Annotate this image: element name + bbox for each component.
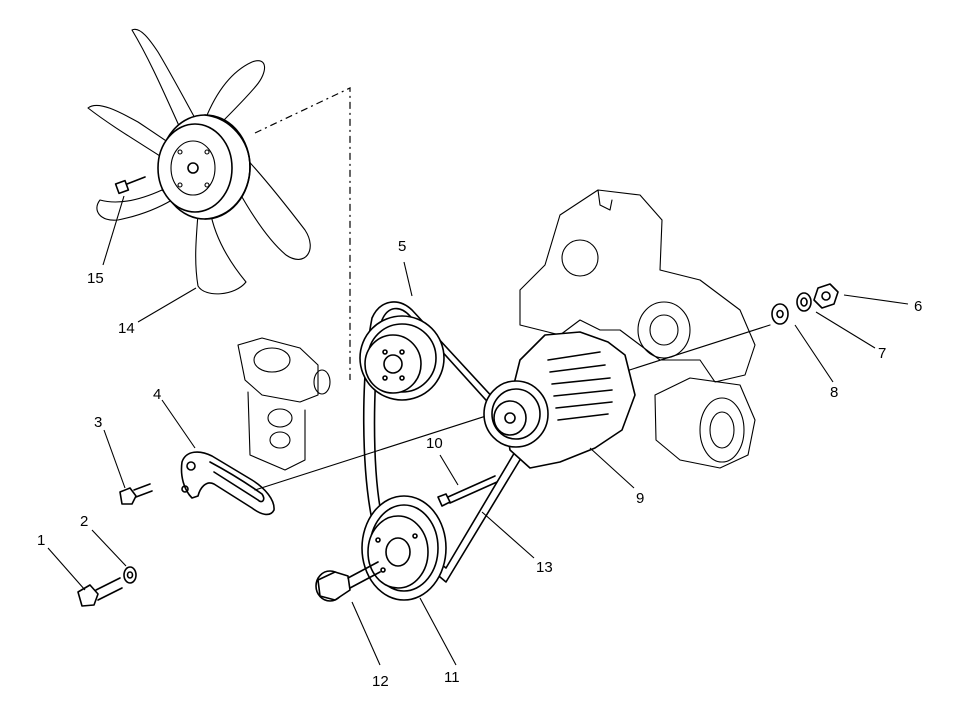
callout-3: 3 (94, 414, 102, 431)
adjusting-bracket (180, 451, 275, 516)
cooling-fan (87, 28, 311, 295)
mounting-washer (123, 566, 137, 584)
water-pump-housing (237, 337, 331, 471)
callout-2: 2 (80, 513, 88, 530)
fan-pulley (359, 315, 445, 401)
alignment-line (254, 87, 351, 380)
callout-1: 1 (37, 532, 45, 549)
callout-15: 15 (87, 270, 104, 287)
leader-lines (47, 195, 909, 666)
callout-4: 4 (153, 386, 161, 403)
lock-washer (796, 292, 812, 312)
nut (813, 283, 839, 309)
callout-8: 8 (830, 384, 838, 401)
callout-labels: 1 2 3 4 5 6 7 8 9 10 11 12 13 14 15 (37, 238, 922, 690)
callout-13: 13 (536, 559, 553, 576)
callout-12: 12 (372, 673, 389, 690)
callout-5: 5 (398, 238, 406, 255)
callout-10: 10 (426, 435, 443, 452)
callout-9: 9 (636, 490, 644, 507)
crankshaft-pulley (361, 495, 447, 601)
callout-11: 11 (444, 669, 460, 686)
bracket-bolt (119, 483, 153, 505)
alternator (483, 331, 636, 469)
engine-block (519, 189, 756, 469)
mounting-bolt (77, 577, 123, 607)
pulley-bolt (315, 561, 381, 602)
flat-washer (771, 303, 789, 325)
fan-screw (114, 176, 146, 195)
callout-6: 6 (914, 298, 922, 315)
callout-7: 7 (878, 345, 886, 362)
alternator-bolt (437, 475, 498, 507)
callout-14: 14 (118, 320, 135, 337)
